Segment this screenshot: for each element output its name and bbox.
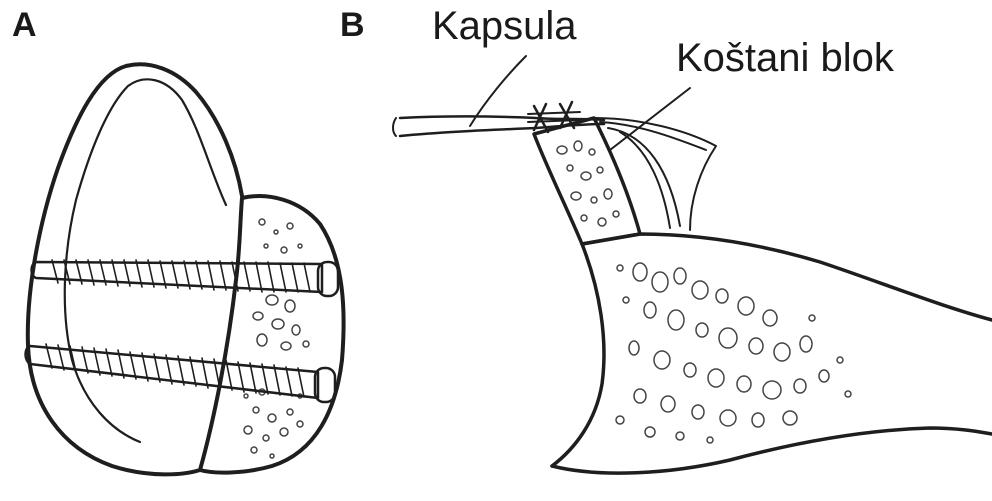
screw-upper	[32, 260, 323, 292]
bone-texture-a	[244, 219, 309, 458]
scapula-neck-b	[552, 234, 992, 473]
bone-texture-b	[616, 263, 851, 443]
bone-block-b	[534, 88, 716, 244]
bone-block-a	[200, 196, 344, 473]
